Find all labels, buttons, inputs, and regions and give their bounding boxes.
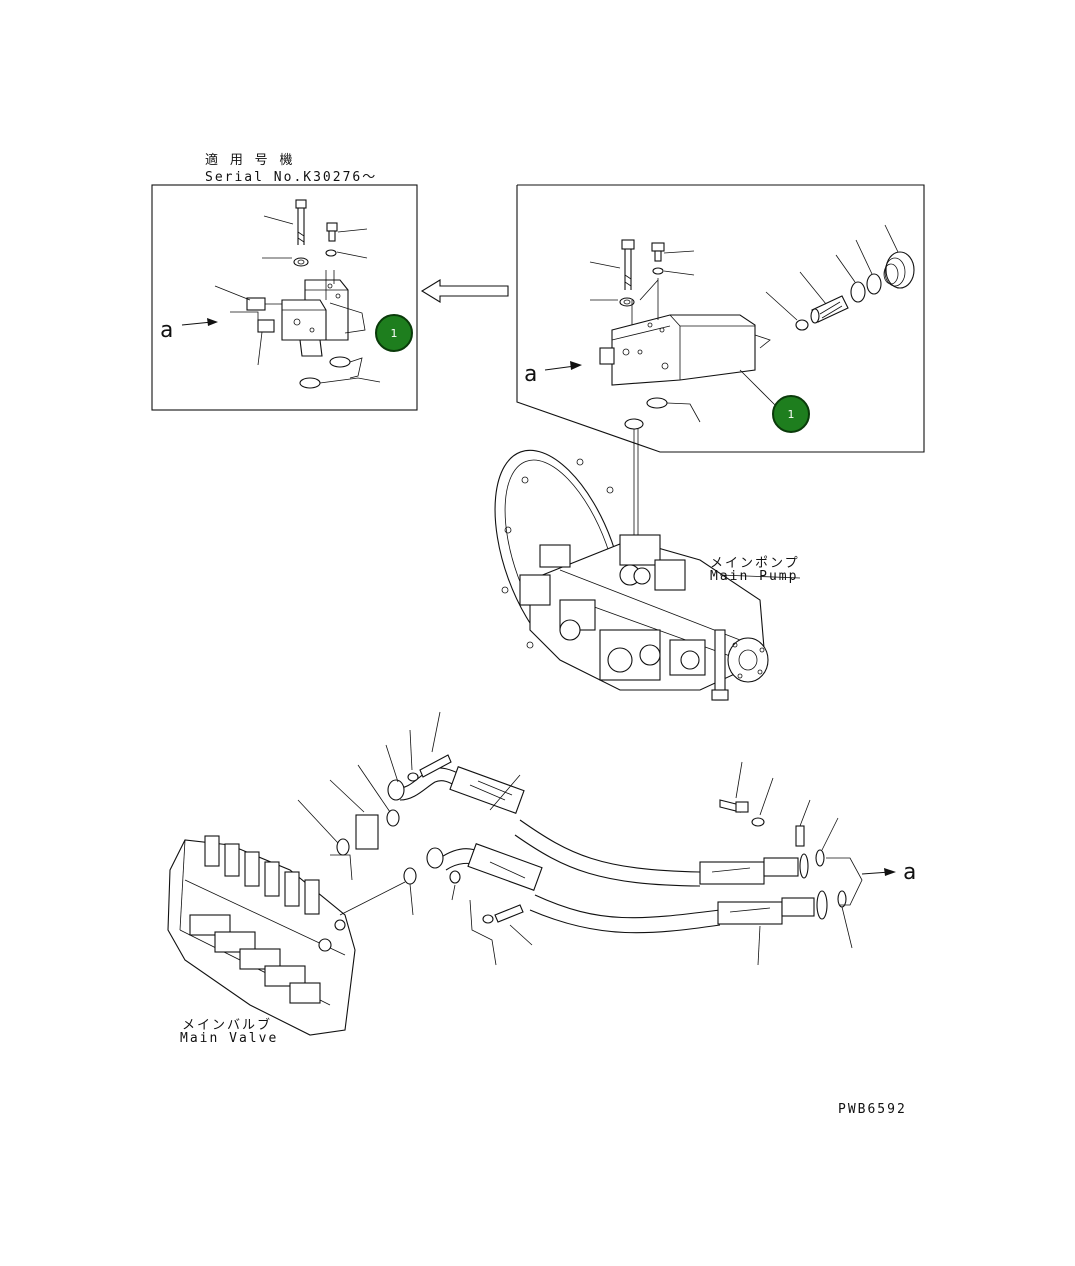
inset-bolt-long: [263, 199, 307, 245]
inset-fitting-bottom: [230, 311, 275, 366]
inset-callout-1: 1: [375, 314, 413, 352]
main-valve-en-label: Main Valve: [180, 1031, 279, 1046]
outlet-arrow-a: [861, 868, 896, 876]
inset-valve-block: [281, 270, 366, 357]
serial-number-label: Serial No.K30276～: [205, 170, 378, 185]
pipe-lower: [439, 843, 828, 966]
pump-arrow-a: [544, 361, 582, 371]
drawing-code: PWB6592: [838, 1102, 907, 1117]
transfer-arrow: [420, 279, 509, 303]
pump-filter-parts: [765, 224, 915, 331]
pump-callout-1: 1: [772, 395, 810, 433]
inset-frame: [151, 184, 418, 411]
hose-fittings-right: [719, 761, 863, 949]
pump-regulator-block: [599, 278, 776, 406]
pump-bolt-short: [651, 242, 695, 276]
pump-washer: [590, 297, 635, 307]
main-valve-jp-label: メインバルブ: [182, 1018, 273, 1033]
pump-arrow-label: a: [524, 362, 538, 387]
applicable-model-label: 適 用 号 機: [205, 153, 295, 168]
main-pump-jp-label: メインポンプ: [710, 556, 800, 571]
hose-fittings-left: [297, 711, 533, 966]
pump-detail-frame: [516, 184, 925, 453]
inset-arrow-a: [181, 318, 218, 326]
inset-arrow-label: a: [160, 318, 174, 343]
inset-fitting-top: [214, 285, 282, 311]
pump-orings: [624, 397, 701, 540]
outlet-arrow-label: a: [903, 860, 917, 885]
main-pump: [494, 449, 801, 701]
inset-bolt-short: [326, 222, 368, 242]
pump-bolt-long: [589, 239, 635, 290]
inset-orings: [299, 356, 381, 389]
main-valve: [167, 835, 406, 1036]
inset-washer: [262, 249, 368, 267]
pipe-upper: [394, 766, 809, 887]
main-pump-en-label: Main Pump: [710, 569, 799, 584]
